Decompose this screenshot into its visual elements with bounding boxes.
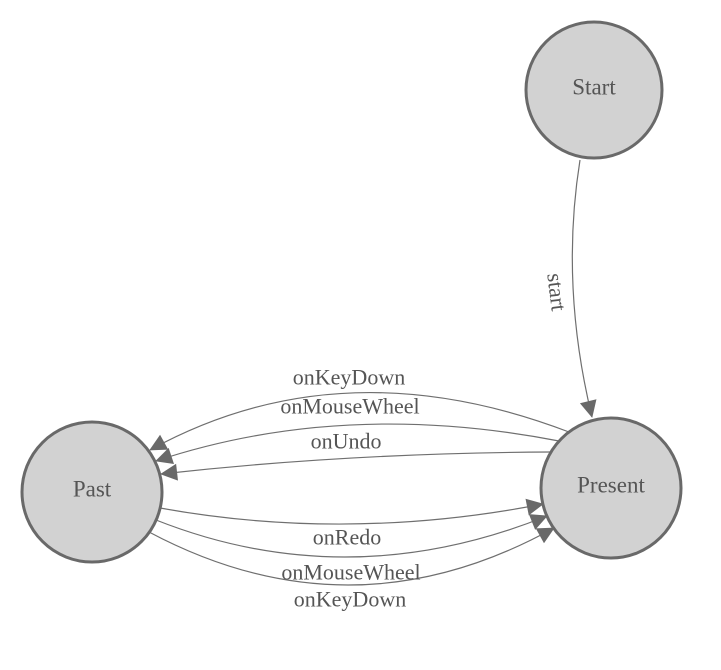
state-label-past: Past [73, 477, 112, 502]
transition-label: onKeyDown [294, 587, 406, 612]
transition-edge-past-to-present [155, 514, 548, 558]
transition-label: onRedo [313, 525, 381, 550]
transition-label: onKeyDown [293, 365, 405, 390]
transition-edge-start-to-present [571, 159, 597, 418]
state-circle-present [539, 416, 683, 560]
transition-label: onUndo [311, 429, 382, 454]
transition-label: start [542, 272, 571, 313]
state-circle-past [20, 420, 164, 564]
state-circle-start [524, 20, 664, 160]
state-node-start: Start [524, 20, 664, 160]
transition-edge-present-to-past [160, 451, 552, 481]
transition-edge-past-to-present [159, 498, 544, 525]
transition-edge-present-to-past [149, 391, 570, 451]
transition-label: onMouseWheel [281, 560, 420, 585]
state-node-present: Present [539, 416, 683, 560]
state-label-present: Present [577, 473, 645, 498]
state-label-start: Start [572, 75, 616, 100]
state-node-past: Past [20, 420, 164, 564]
transition-edge-past-to-present [148, 527, 555, 586]
transition-label: onMouseWheel [280, 394, 419, 419]
transition-edge-present-to-past [155, 423, 560, 464]
